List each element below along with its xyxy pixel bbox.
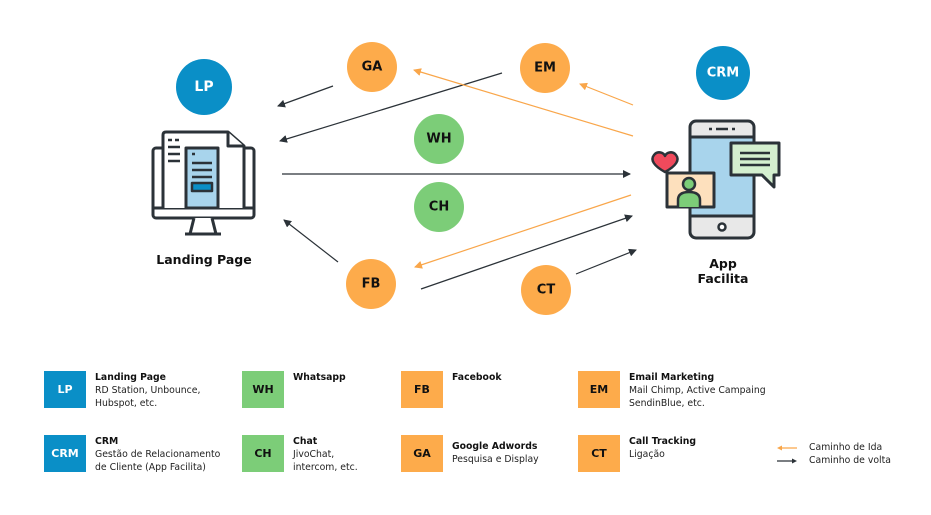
arrow-em-to-lp	[279, 72, 503, 143]
legend-badge-crm: CRM	[44, 435, 86, 472]
legend-key-volta-label: Caminho de volta	[809, 455, 891, 466]
legend-item-crm: CRM CRM Gestão de Relacionamento de Clien…	[44, 435, 220, 474]
channel-wh: WH	[414, 114, 464, 164]
legend-badge-wh: WH	[242, 371, 284, 408]
channel-fb: FB	[346, 259, 396, 309]
svg-text:CRM: CRM	[707, 66, 740, 81]
arrow-app-to-fb	[414, 194, 632, 269]
legend-title: Chat	[293, 436, 318, 447]
desktop-landing-page-icon	[151, 130, 256, 236]
legend-key-volta: Caminho de volta	[777, 455, 891, 466]
legend-badge-lp: LP	[44, 371, 86, 408]
arrow-right-dark-icon	[777, 458, 797, 463]
legend-item-fb: FB Facebook	[401, 371, 502, 408]
svg-text:LP: LP	[194, 79, 213, 95]
channel-ga: GA	[347, 42, 397, 92]
legend-badge-ct: CT	[578, 435, 620, 472]
arrow-ga-to-lp	[277, 85, 334, 108]
arrow-fb-to-app	[420, 214, 633, 290]
legend-title: Google Adwords	[452, 441, 538, 452]
legend-desc: Gestão de Relacionamento de Cliente (App…	[95, 449, 221, 473]
svg-text:WH: WH	[426, 132, 451, 147]
app-facilita-caption-line2: Facilita	[698, 271, 749, 286]
smartphone-app-icon	[651, 119, 781, 240]
legend-desc: Pesquisa e Display	[452, 454, 539, 465]
channel-em: EM	[520, 43, 570, 93]
legend-desc: Mail Chimp, Active Campaing SendinBlue, …	[629, 385, 766, 409]
svg-text:CT: CT	[537, 283, 556, 298]
arrow-app-to-ga	[413, 68, 634, 137]
legend-badge-ga: GA	[401, 435, 443, 472]
legend-key-ida: Caminho de Ida	[777, 442, 882, 453]
legend-title: Landing Page	[95, 372, 166, 383]
legend-title: Facebook	[452, 372, 502, 383]
legend-desc: Ligação	[629, 449, 665, 460]
flow-arrows	[277, 68, 637, 290]
legend-item-wh: WH Whatsapp	[242, 371, 346, 408]
legend-badge-ch: CH	[242, 435, 284, 472]
arrow-left-orange-icon	[777, 445, 797, 450]
landing-page-caption: Landing Page	[156, 252, 251, 267]
channel-ct: CT	[521, 265, 571, 315]
legend-title: CRM	[95, 436, 119, 447]
channel-ch: CH	[414, 182, 464, 232]
svg-text:GA: GA	[362, 60, 383, 75]
svg-text:FB: FB	[362, 277, 381, 292]
arrow-app-to-em	[579, 82, 634, 106]
lp-badge: LP	[176, 59, 232, 115]
app-facilita-caption-line1: App	[709, 256, 737, 271]
legend-title: Call Tracking	[629, 436, 697, 447]
arrow-fb-to-lp	[283, 219, 339, 263]
svg-text:EM: EM	[534, 61, 556, 76]
legend-item-lp: LP Landing Page RD Station, Unbounce, Hub…	[44, 371, 200, 410]
crm-badge: CRM	[696, 46, 750, 100]
arrow-ct-to-app	[575, 248, 637, 275]
legend-title: Email Marketing	[629, 372, 715, 383]
legend-desc: JivoChat, intercom, etc.	[293, 449, 358, 473]
legend-badge-fb: FB	[401, 371, 443, 408]
legend-key-ida-label: Caminho de Ida	[809, 442, 883, 453]
legend-desc: RD Station, Unbounce, Hubspot, etc.	[95, 385, 201, 409]
svg-text:CH: CH	[429, 200, 449, 215]
legend-badge-em: EM	[578, 371, 620, 408]
legend-title: Whatsapp	[293, 372, 346, 383]
